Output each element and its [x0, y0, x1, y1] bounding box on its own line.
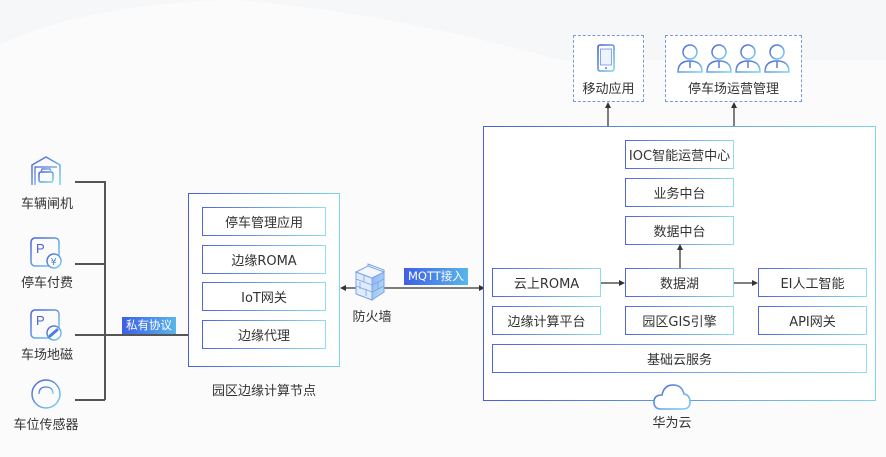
arrow-up — [731, 102, 737, 127]
users-icon — [677, 44, 790, 73]
edge-item: 边缘代理 — [202, 320, 326, 349]
arrow-right — [601, 280, 625, 286]
connector-line — [75, 399, 105, 401]
edge-node-title: 园区边缘计算节点 — [211, 384, 316, 399]
cloud-stack-item: IOC智能运营中心 — [625, 140, 734, 169]
firewall-icon — [354, 263, 386, 301]
private-protocol-tag: 私有协议 — [122, 317, 176, 334]
cloud-service-item: 边缘计算平台 — [492, 306, 601, 335]
device-label: 停车付费 — [20, 276, 73, 291]
cloud-stack-item: 数据中台 — [625, 216, 734, 245]
cloud-service-item: EI人工智能 — [758, 268, 867, 297]
arrow-right — [734, 280, 758, 286]
cloud-service-item: 数据湖 — [625, 268, 734, 297]
cloud-service-item: 云上ROMA — [492, 268, 601, 297]
mobile-app-box — [573, 35, 644, 102]
edge-item: 停车管理应用 — [202, 207, 326, 236]
svg-text:P: P — [36, 241, 45, 256]
firewall-label: 防火墙 — [352, 310, 392, 325]
space-sensor-icon — [31, 379, 61, 409]
cloud-service-item: API网关 — [758, 306, 867, 335]
connector-line — [75, 334, 202, 336]
base-cloud-services: 基础云服务 — [492, 344, 867, 373]
edge-item: IoT网关 — [202, 282, 326, 311]
consumer-label: 移动应用 — [582, 82, 635, 97]
svg-text:P: P — [36, 313, 45, 328]
consumer-label: 停车场运营管理 — [687, 82, 779, 97]
connector-line — [75, 181, 105, 183]
mobile-phone-icon — [597, 44, 615, 72]
svg-text:¥: ¥ — [51, 257, 57, 268]
mqtt-access-tag: MQTT接入 — [404, 268, 468, 285]
device-label: 车场地磁 — [20, 348, 73, 363]
arrow-up — [677, 244, 683, 268]
device-label: 车辆闸机 — [20, 197, 73, 212]
edge-item: 边缘ROMA — [202, 245, 326, 274]
cloud-icon — [653, 384, 691, 410]
bracket-line — [104, 181, 106, 400]
connector-line — [75, 263, 105, 265]
parking-ops-box — [665, 35, 802, 102]
device-label: 车位传感器 — [13, 418, 79, 433]
gate-car-icon — [31, 156, 61, 185]
parking-payment-icon: P ¥ — [30, 237, 62, 269]
geomagnetic-sensor-icon: P — [30, 309, 62, 341]
cloud-service-item: 园区GIS引擎 — [625, 306, 734, 335]
arrow-up — [605, 102, 611, 127]
cloud-stack-item: 业务中台 — [625, 178, 734, 207]
huawei-cloud-title: 华为云 — [652, 416, 692, 431]
